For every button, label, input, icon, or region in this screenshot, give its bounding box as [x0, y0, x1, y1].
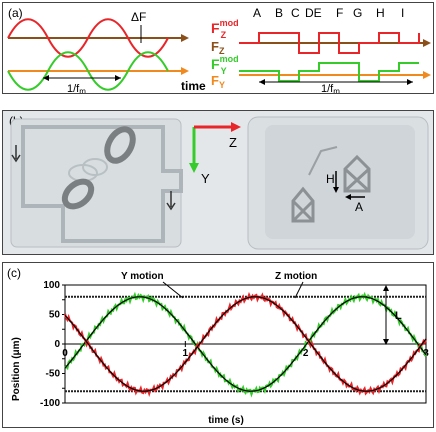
y-tick-label: -100: [40, 398, 60, 409]
house-pattern: [291, 186, 315, 223]
series-y-fit: [64, 296, 427, 392]
letter-label: C: [291, 6, 300, 20]
channel-outline: [21, 125, 183, 243]
flow-arrow-icon: [166, 191, 176, 211]
period-arrow-head-left2: [259, 79, 265, 85]
x-tick-label: 1: [183, 348, 189, 359]
period-arrow-head-right2: [407, 79, 413, 85]
y-tick-label: 100: [43, 280, 60, 291]
x-axis-title: time (s): [208, 415, 244, 426]
panel-c-label: (c): [7, 266, 21, 280]
fz-square-wave: [239, 32, 420, 54]
delta-f-label: ΔF: [131, 10, 146, 24]
letter-label: G: [353, 6, 362, 20]
letter-label: A: [253, 6, 261, 20]
z-arrow-head: [181, 34, 189, 42]
z-sine-wave: [7, 18, 169, 58]
period-arrow-head-left: [43, 75, 49, 81]
fy-label: FY: [211, 73, 225, 90]
z-motion-label: Z motion: [275, 271, 317, 282]
l-label: L: [395, 310, 402, 322]
z-axis-label: Z: [229, 135, 237, 150]
y-motion-pointer: [162, 281, 184, 299]
x-tick-label: 0: [62, 348, 68, 359]
y-tick-label: -50: [46, 369, 61, 380]
letter-labels: A B C DE F G H I: [253, 6, 404, 20]
fy-square-wave: [239, 62, 419, 82]
h-arrow-head: [333, 187, 339, 193]
period-label-left: 1/fm: [67, 83, 86, 93]
trajectory-trace: [308, 146, 338, 176]
y-tick-label: 0: [54, 339, 60, 350]
a-arrow-head: [345, 194, 351, 200]
letter-label: F: [336, 6, 343, 20]
period-arrow-head-right: [115, 75, 121, 81]
house-pattern: [343, 154, 371, 193]
y-axis-title: Position (μm): [11, 337, 22, 401]
microring-particle: [61, 178, 95, 210]
series-y-data: [64, 291, 428, 398]
letter-label: B: [275, 6, 283, 20]
x-tick-label: 3: [423, 348, 429, 359]
letter-label: I: [401, 6, 404, 20]
y-arrow-head: [181, 67, 189, 75]
fz-label: FZ: [211, 39, 225, 56]
flow-arrow-icon: [11, 145, 21, 163]
fy-axis-head: [423, 71, 431, 79]
y-tick-label: 50: [49, 310, 61, 321]
letter-label: H: [376, 6, 385, 20]
microring-particle: [104, 126, 136, 164]
l-arrow-head-bottom: [383, 339, 389, 345]
z-motion-pointer: [294, 281, 304, 299]
time-label-left: time: [181, 79, 206, 93]
y-sine-wave: [7, 51, 169, 91]
left-microscope-image: [10, 118, 182, 248]
letter-label: DE: [305, 6, 322, 20]
panel-c-chart: (c) Position (μm) time (s) 100500-50-100…: [7, 266, 429, 426]
panel-b-svg: (b) Y Z H A: [3, 111, 433, 254]
y-axis-arrow-head: [189, 163, 199, 173]
faint-ring: [82, 158, 108, 176]
panel-b: (b) Y Z H A: [2, 110, 434, 255]
chamber-area: [265, 125, 415, 239]
y-axis-label: Y: [201, 171, 210, 186]
h-label: H: [326, 172, 335, 186]
y-motion-label: Y motion: [121, 271, 164, 282]
series-z-fit: [64, 296, 427, 392]
panel-a-label: (a): [8, 6, 23, 20]
fz-axis-head: [423, 39, 431, 47]
l-arrow-head-top: [383, 285, 389, 291]
period-label-right: 1/fm: [321, 83, 340, 93]
a-label: A: [355, 200, 363, 214]
x-tick-label: 2: [303, 348, 309, 359]
z-axis-arrow-head: [231, 122, 241, 132]
